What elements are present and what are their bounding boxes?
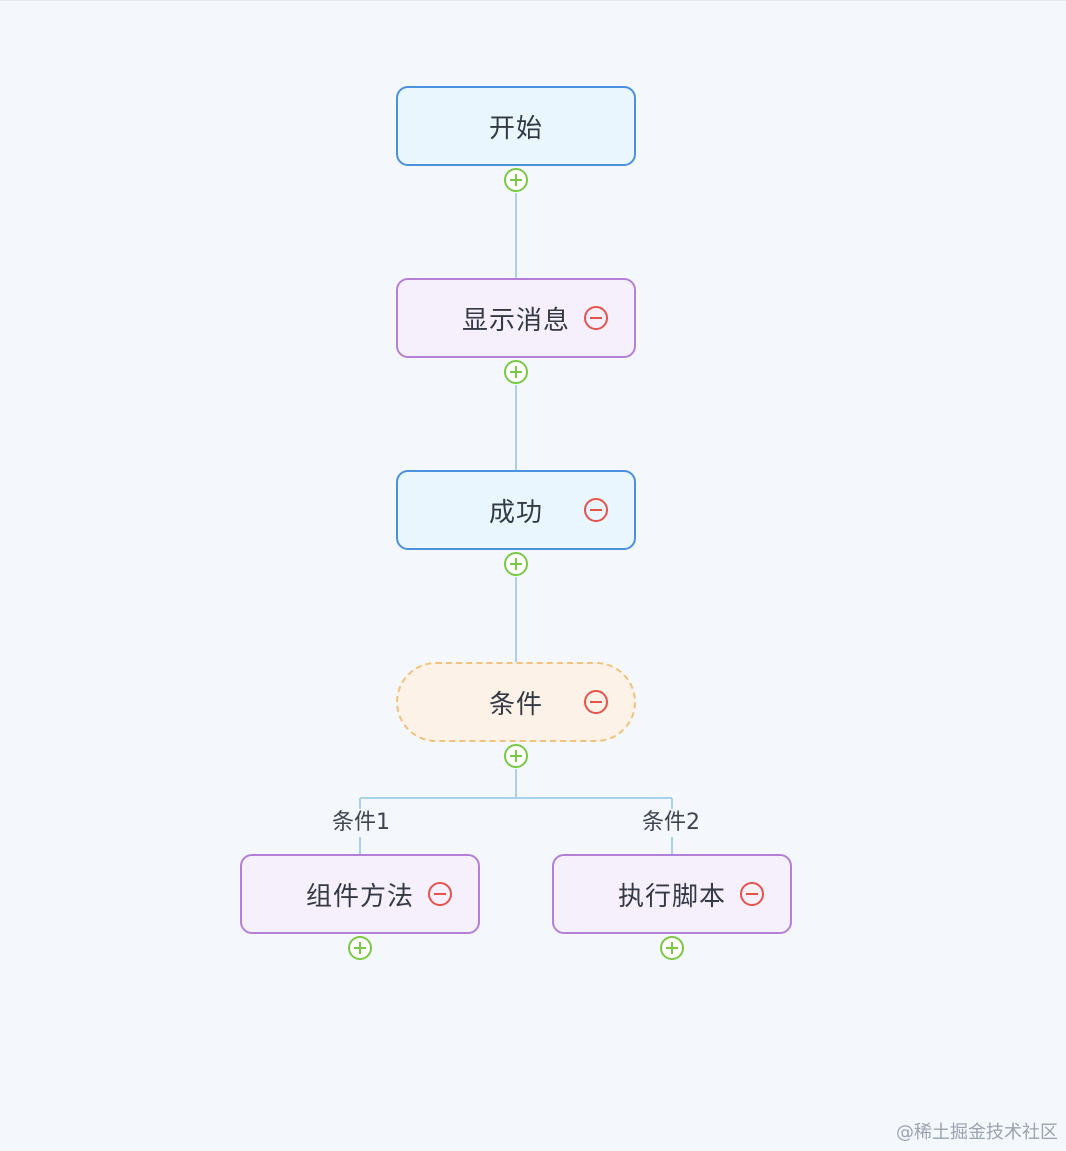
minus-circle-icon[interactable]: [583, 689, 609, 715]
minus-circle-icon[interactable]: [739, 881, 765, 907]
plus-circle-icon[interactable]: [503, 167, 529, 193]
plus-circle-icon[interactable]: [659, 935, 685, 961]
node-success-label: 成功: [488, 497, 543, 528]
minus-circle-icon[interactable]: [583, 497, 609, 523]
node-show-message-label: 显示消息: [461, 305, 570, 336]
plus-circle-icon[interactable]: [503, 743, 529, 769]
branch-1-label: 条件1: [330, 809, 392, 837]
node-start-label: 开始: [488, 113, 543, 144]
node-component-method-label: 组件方法: [305, 881, 414, 912]
node-condition-label: 条件: [488, 689, 543, 720]
node-execute-script-label: 执行脚本: [617, 881, 726, 912]
node-component-method[interactable]: 组件方法: [240, 854, 480, 934]
node-start[interactable]: 开始: [396, 86, 636, 166]
plus-circle-icon[interactable]: [503, 551, 529, 577]
branch-2-label: 条件2: [640, 809, 702, 837]
minus-circle-icon[interactable]: [583, 305, 609, 331]
plus-circle-icon[interactable]: [503, 359, 529, 385]
watermark: @稀土掘金技术社区: [896, 1122, 1058, 1143]
minus-circle-icon[interactable]: [427, 881, 453, 907]
node-show-message[interactable]: 显示消息: [396, 278, 636, 358]
plus-circle-icon[interactable]: [347, 935, 373, 961]
